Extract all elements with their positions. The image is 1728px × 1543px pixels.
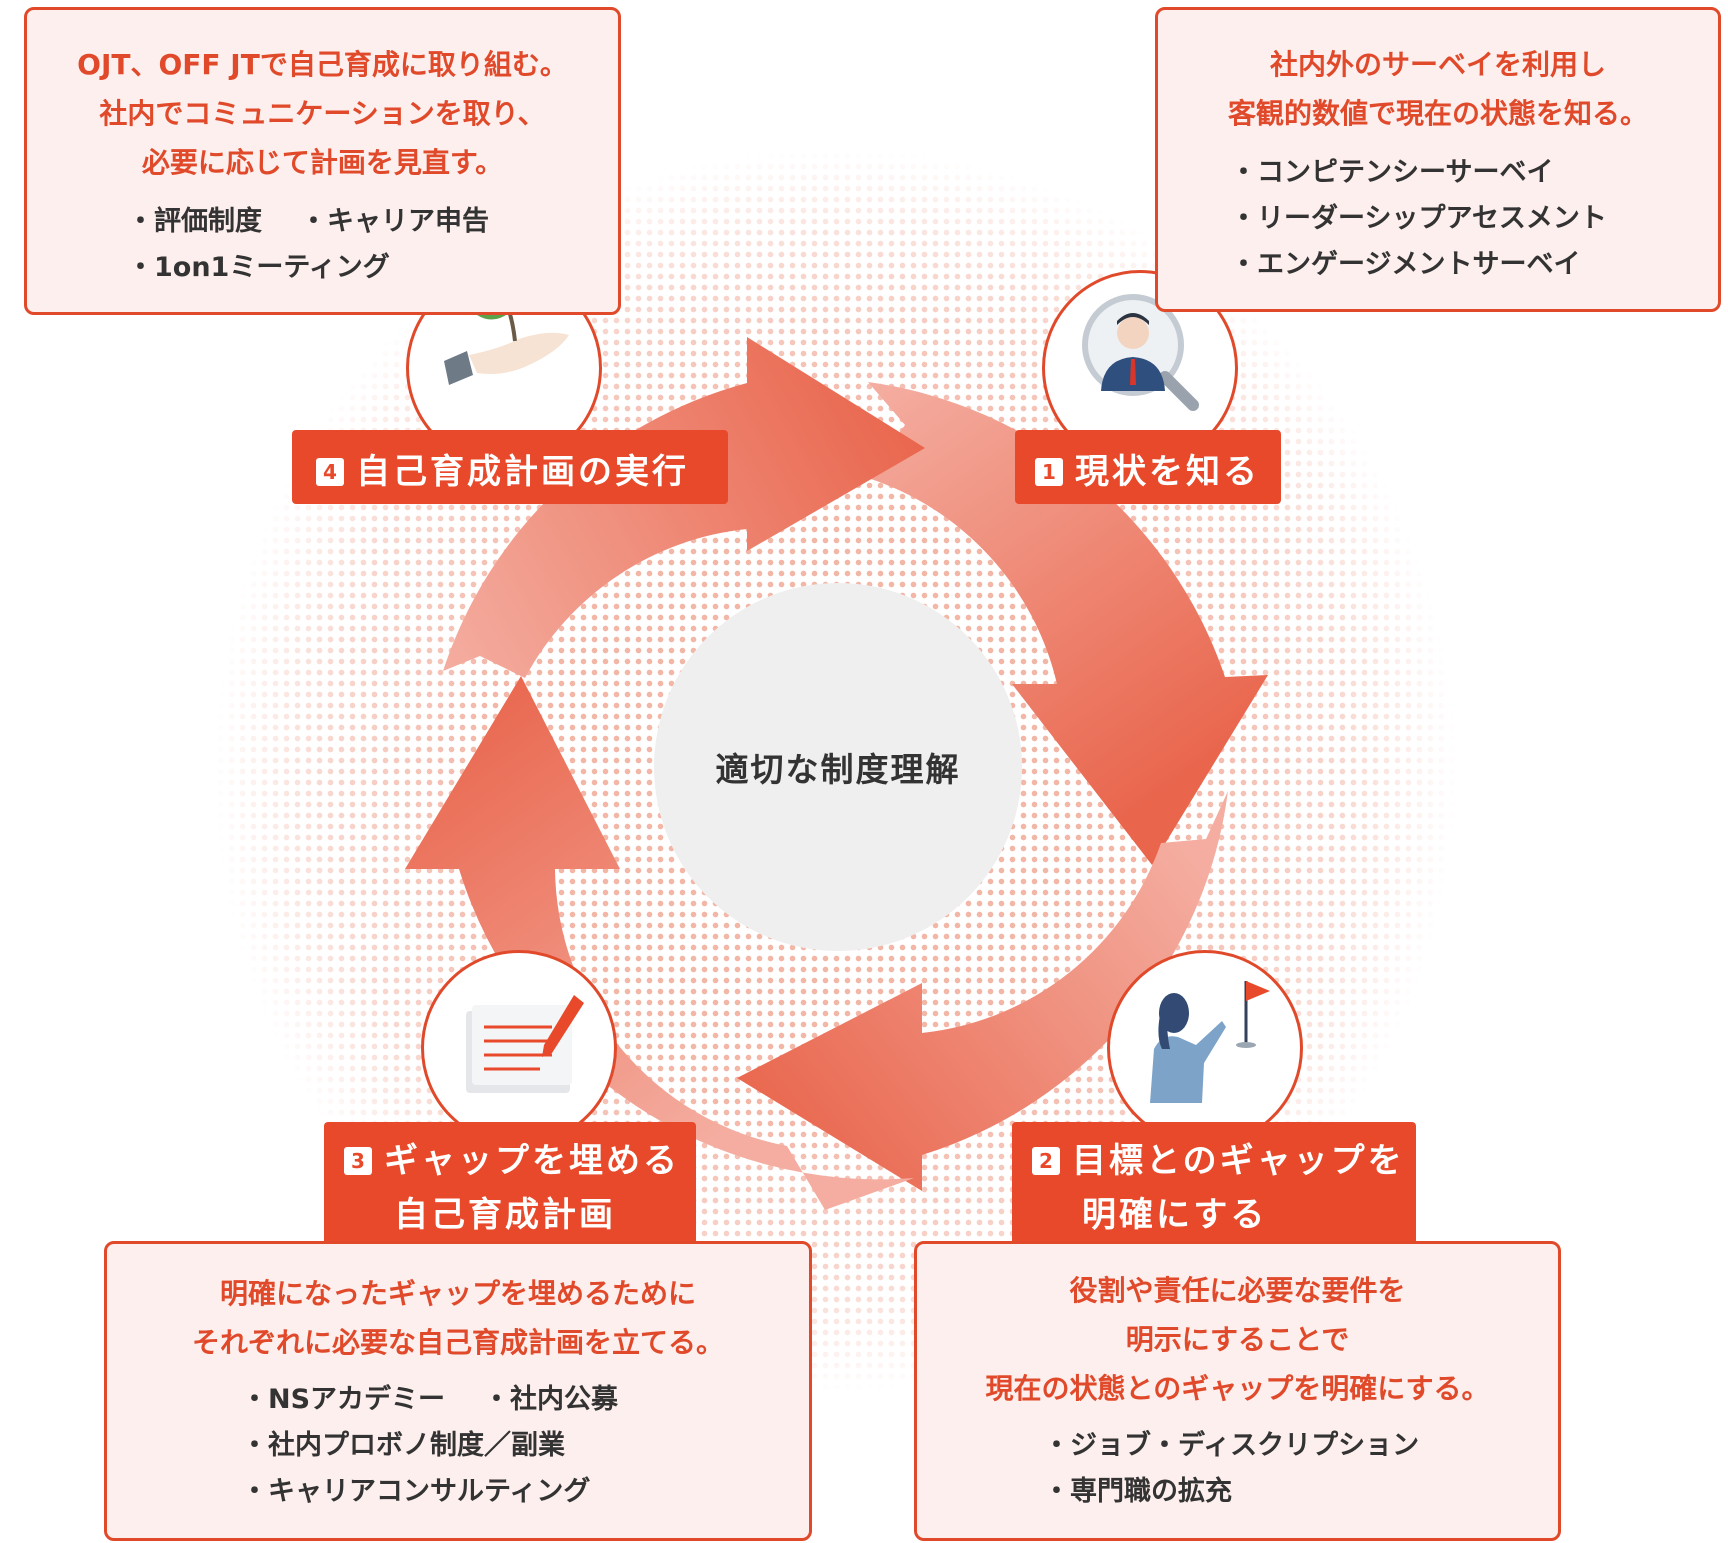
bullet-item: ・キャリア申告	[300, 206, 489, 237]
step3-info-box: 明確になったギャップを埋めるために それぞれに必要な自己育成計画を立てる。 ・N…	[104, 1241, 812, 1541]
bullet-item: ・評価制度	[127, 206, 262, 237]
bullet-row: ・1on1ミーティング	[127, 245, 618, 291]
bullet-item: ・リーダーシップアセスメント	[1230, 203, 1607, 234]
arrow-step3-to-step4	[405, 676, 914, 1210]
step3-lead-text: 明確になったギャップを埋めるために それぞれに必要な自己育成計画を立てる。	[107, 1269, 809, 1367]
step3-title-line1: ギャップを埋める	[384, 1141, 680, 1181]
step4-lead-text: OJT、OFF JTで自己育成に取り組む。 社内でコミュニケーションを取り、 必…	[27, 40, 618, 187]
document-pen-icon	[466, 995, 584, 1093]
center-label: 適切な制度理解	[715, 750, 961, 789]
step4-title-line1: 自己育成計画の実行	[356, 452, 689, 492]
bullet-item: ・エンゲージメントサーベイ	[1230, 249, 1581, 280]
step1-lead-text: 社内外のサーベイを利用し 客観的数値で現在の状態を知る。	[1158, 40, 1718, 138]
step2-lead-line: 役割や責任に必要な要件を	[1069, 1274, 1406, 1307]
bullet-item: ・専門職の拡充	[1043, 1476, 1232, 1507]
arrow-step2-to-step3	[737, 791, 1228, 1191]
step2-title-line1: 目標とのギャップを	[1072, 1141, 1405, 1181]
bullet-row: ・NSアカデミー ・社内公募	[241, 1377, 809, 1423]
step2-lead-text: 役割や責任に必要な要件を 明示にすることで 現在の状態とのギャップを明確にする。	[917, 1266, 1558, 1413]
bullet-row: ・社内プロボノ制度／副業	[241, 1423, 809, 1469]
step1-number-badge: 1	[1035, 458, 1063, 486]
step2-label: 2 目標とのギャップを 明確にする	[1012, 1122, 1416, 1252]
step3-lead-line: 明確になったギャップを埋めるために	[219, 1277, 696, 1310]
step4-lead-line: 社内でコミュニケーションを取り、	[99, 97, 546, 130]
step2-title-line2: 明確にする	[1082, 1195, 1268, 1235]
step1-lead-line: 社内外のサーベイを利用し	[1269, 48, 1606, 81]
step3-number-badge: 3	[344, 1147, 372, 1175]
step1-title-line1: 現状を知る	[1075, 452, 1260, 492]
bullet-item: ・社内公募	[483, 1384, 619, 1415]
bullet-item: ・NSアカデミー	[241, 1384, 446, 1415]
bullet-item: ・コンピテンシーサーベイ	[1230, 157, 1554, 188]
bullet-row: ・ジョブ・ディスクリプション	[1043, 1423, 1558, 1469]
step4-label: 4 自己育成計画の実行	[292, 430, 728, 504]
step4-lead-line: OJT、OFF JTで自己育成に取り組む。	[77, 48, 568, 81]
step4-bullet-list: ・評価制度 ・キャリア申告 ・1on1ミーティング	[127, 199, 618, 291]
step4-lead-line: 必要に応じて計画を見直す。	[141, 146, 504, 179]
step3-title-line2: 自己育成計画	[394, 1195, 616, 1235]
step2-lead-line: 現在の状態とのギャップを明確にする。	[985, 1372, 1490, 1405]
step4-info-box: OJT、OFF JTで自己育成に取り組む。 社内でコミュニケーションを取り、 必…	[24, 7, 621, 315]
bullet-row: ・専門職の拡充	[1043, 1469, 1558, 1515]
bullet-item: ・ジョブ・ディスクリプション	[1043, 1430, 1420, 1461]
bullet-item: ・キャリアコンサルティング	[241, 1476, 591, 1507]
step2-number-badge: 2	[1032, 1147, 1060, 1175]
bullet-item: ・1on1ミーティング	[127, 252, 390, 283]
bullet-row: ・評価制度 ・キャリア申告	[127, 199, 618, 245]
step3-lead-line: それぞれに必要な自己育成計画を立てる。	[191, 1326, 724, 1359]
step2-lead-line: 明示にすることで	[1125, 1323, 1350, 1356]
arrow-step4-to-step1	[443, 337, 925, 678]
person-magnifier-icon	[1082, 294, 1199, 411]
step1-label: 1 現状を知る	[1015, 430, 1281, 504]
step2-bullet-list: ・ジョブ・ディスクリプション ・専門職の拡充	[1043, 1423, 1558, 1515]
step3-icon-circle	[421, 950, 617, 1146]
bullet-row: ・エンゲージメントサーベイ	[1230, 242, 1718, 288]
woman-flag-icon	[1150, 981, 1270, 1103]
step1-bullet-list: ・コンピテンシーサーベイ ・リーダーシップアセスメント ・エンゲージメントサーベ…	[1230, 150, 1718, 288]
step2-icon-circle	[1107, 950, 1303, 1146]
center-circle: 適切な制度理解	[654, 583, 1022, 951]
step1-lead-line: 客観的数値で現在の状態を知る。	[1227, 97, 1648, 130]
bullet-item: ・社内プロボノ制度／副業	[241, 1430, 565, 1461]
bullet-row: ・キャリアコンサルティング	[241, 1469, 809, 1515]
arrow-step1-to-step2	[868, 382, 1268, 865]
step3-label: 3 ギャップを埋める 自己育成計画	[324, 1122, 696, 1252]
bullet-row: ・コンピテンシーサーベイ	[1230, 150, 1718, 196]
step1-info-box: 社内外のサーベイを利用し 客観的数値で現在の状態を知る。 ・コンピテンシーサーベ…	[1155, 7, 1721, 312]
step3-bullet-list: ・NSアカデミー ・社内公募 ・社内プロボノ制度／副業 ・キャリアコンサルティング	[241, 1377, 809, 1515]
step2-info-box: 役割や責任に必要な要件を 明示にすることで 現在の状態とのギャップを明確にする。…	[914, 1241, 1561, 1541]
step4-number-badge: 4	[316, 458, 344, 486]
bullet-row: ・リーダーシップアセスメント	[1230, 196, 1718, 242]
